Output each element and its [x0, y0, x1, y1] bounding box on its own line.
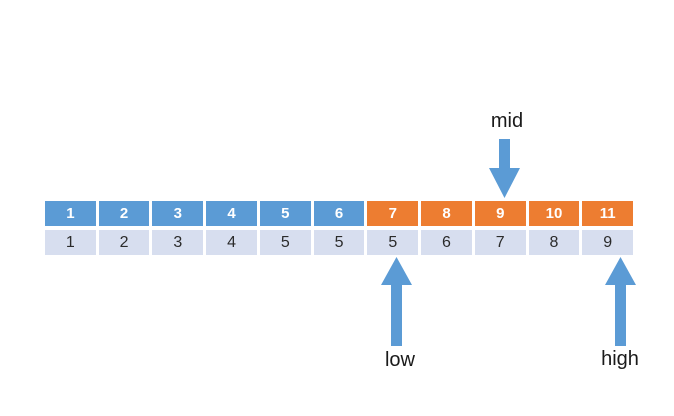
- index-cell: 1: [45, 201, 96, 226]
- index-cell: 5: [259, 201, 311, 226]
- index-cell: 4: [206, 201, 257, 226]
- value-cell: 7: [474, 230, 526, 255]
- mid-label: mid: [490, 110, 524, 132]
- index-cell: 6: [313, 201, 365, 226]
- index-cell: 8: [421, 201, 472, 226]
- high-label: high: [601, 348, 639, 370]
- value-cell: 5: [367, 230, 419, 255]
- value-cell: 5: [313, 230, 365, 255]
- value-cell: 2: [98, 230, 150, 255]
- index-cell: 11: [582, 201, 634, 226]
- mid-down-arrow-icon: [489, 139, 520, 198]
- value-cell: 9: [582, 230, 634, 255]
- index-cell: 9: [474, 201, 526, 226]
- value-cell: 5: [259, 230, 311, 255]
- value-cell: 8: [528, 230, 580, 255]
- index-cell: 3: [152, 201, 204, 226]
- index-cell: 2: [98, 201, 150, 226]
- high-up-arrow-icon: [605, 257, 636, 346]
- index-cell: 10: [528, 201, 580, 226]
- value-cell: 1: [45, 230, 96, 255]
- value-cell: 3: [152, 230, 204, 255]
- value-cell: 6: [421, 230, 472, 255]
- value-cell: 4: [206, 230, 257, 255]
- low-up-arrow-icon: [381, 257, 412, 346]
- index-cell: 7: [367, 201, 419, 226]
- low-label: low: [384, 349, 415, 371]
